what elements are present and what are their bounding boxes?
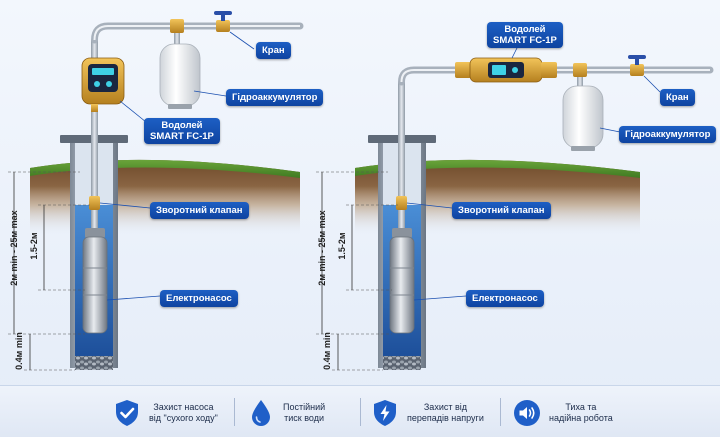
feature-voltage-protection: Захист від перепадів напруги: [370, 396, 484, 430]
left-depth-dimension: 2м min - 25м max: [9, 210, 19, 286]
right-drop-pipe: [398, 82, 405, 235]
right-bottom-gap: 0.4м min: [322, 332, 332, 370]
left-valve-label: Кран: [256, 42, 291, 59]
left-bottom-gap: 0.4м min: [14, 332, 24, 370]
right-valve-handle: [628, 55, 646, 59]
right-tee-fitting: [573, 63, 587, 77]
left-controller-label-line2: SMART FC-1P: [150, 131, 214, 142]
feature-constant-pressure: Постійний тиск води: [246, 396, 325, 430]
shield-check-icon: [116, 400, 138, 426]
feature-4-line1: Тиха та: [565, 402, 597, 412]
left-check-valve: [89, 196, 100, 210]
feature-separator: [500, 398, 501, 426]
right-check-valve: [396, 196, 407, 210]
right-check-valve-label: Зворотний клапан: [452, 202, 551, 219]
feature-dry-run-protection: Захист насоса від "сухого ходу": [112, 396, 218, 430]
right-depth-dimension: 2м min - 25м max: [317, 210, 327, 286]
right-diagram: [316, 45, 714, 371]
features-bar: Захист насоса від "сухого ходу" Постійни…: [0, 385, 720, 437]
left-accumulator-label: Гідроаккумулятор: [226, 89, 324, 106]
right-valve-body: [630, 64, 644, 76]
left-drop-pipe: [91, 40, 98, 235]
left-tee-fitting: [170, 19, 184, 33]
right-valve-label: Кран: [660, 89, 695, 106]
feature-3-line2: перепадів напруги: [407, 413, 484, 423]
feature-2-line1: Постійний: [283, 402, 326, 412]
left-pump-label: Електронасос: [160, 290, 238, 307]
feature-1-line2: від "сухого ходу": [149, 413, 218, 423]
feature-separator: [360, 398, 361, 426]
feature-4-line2: надійна робота: [549, 413, 613, 423]
left-pump: [82, 236, 108, 334]
left-check-valve-label: Зворотний клапан: [150, 202, 249, 219]
right-soil: [355, 159, 640, 235]
left-diagram: [8, 11, 304, 371]
left-controller-label-line1: Водолей: [161, 120, 203, 131]
left-check-valve-distance: 1.5-2м: [29, 232, 39, 260]
water-drop-icon: [252, 400, 270, 426]
right-pump-label: Електронасос: [466, 290, 544, 307]
left-controller-label: Водолей SMART FC-1P: [144, 118, 220, 144]
right-controller-label-line1: Водолей: [504, 24, 546, 35]
right-accumulator-label: Гідроаккумулятор: [619, 126, 717, 143]
feature-2-line2: тиск води: [284, 413, 324, 423]
right-controller-label-line2: SMART FC-1P: [493, 35, 557, 46]
right-check-valve-distance: 1.5-2м: [337, 232, 347, 260]
speaker-icon: [514, 400, 540, 426]
left-valve-body: [216, 20, 230, 32]
feature-3-line1: Захист від: [423, 402, 467, 412]
feature-separator: [234, 398, 235, 426]
right-grass: [355, 159, 640, 178]
lightning-shield-icon: [374, 400, 396, 426]
left-accumulator-tank: [159, 43, 201, 107]
right-gravel: [383, 356, 421, 370]
feature-1-line1: Захист насоса: [153, 402, 214, 412]
left-top-pipe: [91, 22, 304, 44]
right-controller-label: Водолей SMART FC-1P: [487, 22, 563, 48]
left-gravel: [75, 356, 113, 370]
right-accumulator-tank: [562, 85, 604, 149]
right-pump: [389, 236, 415, 334]
left-valve-handle: [214, 11, 232, 15]
feature-quiet-operation: Тиха та надійна робота: [512, 396, 613, 430]
